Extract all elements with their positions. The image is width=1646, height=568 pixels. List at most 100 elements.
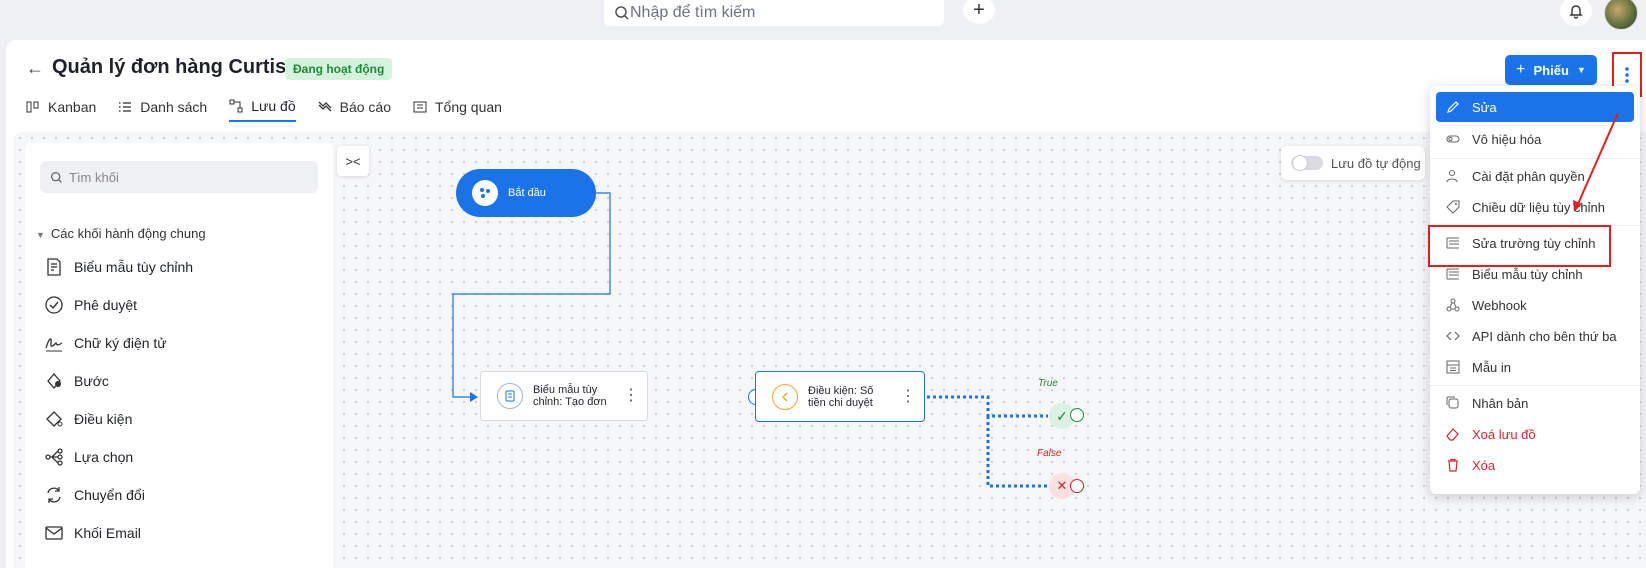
menu-item-label: Mẫu in <box>1472 359 1512 375</box>
more-options-menu: Sửa Vô hiệu hóa Cài đặt phân quyền Chiều… <box>1430 86 1640 494</box>
menu-item-third-party-api[interactable]: API dành cho bên thứ ba <box>1430 321 1640 351</box>
view-tabs: Kanban Danh sách Lưu đồ Báo cáo Tổng qua… <box>26 98 502 122</box>
block-label: Khối Email <box>74 525 141 541</box>
email-icon <box>45 526 63 540</box>
menu-item-clear-flow[interactable]: Xoá lưu đồ <box>1430 419 1640 449</box>
menu-item-label: Sửa <box>1472 99 1497 115</box>
collapse-icon: >< <box>345 153 361 169</box>
menu-item-delete[interactable]: Xóa <box>1430 450 1640 480</box>
print-template-icon <box>1446 360 1460 374</box>
start-node-label: Bắt đầu <box>508 187 546 199</box>
notification-button[interactable] <box>1560 0 1592 26</box>
block-item-approval[interactable]: Phê duyệt <box>44 295 137 315</box>
block-label: Phê duyệt <box>74 297 138 313</box>
menu-item-custom-form[interactable]: Biểu mẫu tùy chỉnh <box>1430 259 1640 289</box>
eraser-icon <box>1446 428 1459 441</box>
true-output-port[interactable] <box>1070 408 1084 422</box>
flowchart-icon <box>229 99 243 113</box>
auto-flow-toggle[interactable] <box>1291 155 1323 171</box>
menu-item-label: Cài đặt phân quyền <box>1472 168 1585 184</box>
block-group-title: Các khối hành động chung <box>50 226 206 241</box>
false-output-port[interactable] <box>1070 479 1084 493</box>
tab-label: Lưu đồ <box>251 98 296 114</box>
menu-item-label: Xoá lưu đồ <box>1472 426 1536 442</box>
block-search-input[interactable]: Tìm khối <box>40 161 318 193</box>
toggle-icon <box>1446 135 1460 143</box>
menu-item-label: Webhook <box>1472 297 1527 313</box>
menu-item-permissions[interactable]: Cài đặt phân quyền <box>1430 161 1640 191</box>
condition-icon <box>46 411 63 427</box>
block-group-header[interactable]: ▼Các khối hành động chung <box>36 226 206 241</box>
block-item-step[interactable]: Bước <box>44 371 109 391</box>
form-icon <box>47 258 61 276</box>
tab-kanban[interactable]: Kanban <box>26 98 96 122</box>
block-item-convert[interactable]: Chuyển đổi <box>44 485 145 505</box>
add-button[interactable]: + <box>963 0 995 24</box>
connector-false <box>986 416 1048 488</box>
menu-item-label: Biểu mẫu tùy chỉnh <box>1472 266 1583 282</box>
block-item-form[interactable]: Biểu mẫu tùy chỉnh <box>44 257 193 277</box>
check-circle-icon <box>45 296 63 314</box>
tab-overview[interactable]: Tổng quan <box>413 98 502 122</box>
node-menu-icon[interactable]: ⋮ <box>623 387 639 404</box>
choice-icon <box>45 448 63 466</box>
menu-item-edit[interactable]: Sửa <box>1436 92 1634 122</box>
menu-item-disable[interactable]: Vô hiệu hóa <box>1430 124 1640 154</box>
user-permission-icon <box>1446 170 1458 183</box>
block-panel <box>25 143 333 568</box>
status-badge: Đang hoạt động <box>285 58 393 80</box>
condition-node[interactable]: Điều kiện: Số tiền chi duyệt ⋮ <box>755 371 925 422</box>
report-icon <box>318 101 332 112</box>
edit-icon <box>1447 101 1459 113</box>
menu-item-webhook[interactable]: Webhook <box>1430 290 1640 320</box>
webhook-icon <box>1446 298 1460 312</box>
auto-flow-toggle-box: Lưu đồ tự động <box>1281 146 1425 180</box>
form-list-icon <box>1446 268 1459 280</box>
false-branch-label: False <box>1037 448 1062 459</box>
connector-arrowhead <box>470 392 478 402</box>
overview-icon <box>413 101 427 113</box>
block-label: Điều kiện <box>74 411 133 427</box>
tab-report[interactable]: Báo cáo <box>318 98 391 122</box>
search-icon <box>615 6 629 20</box>
true-branch-label: True <box>1038 378 1058 389</box>
block-item-condition[interactable]: Điều kiện <box>44 409 132 429</box>
back-arrow-icon[interactable]: ← <box>26 58 44 78</box>
block-label: Biểu mẫu tùy chỉnh <box>74 259 194 275</box>
menu-item-print-template[interactable]: Mẫu in <box>1430 352 1640 382</box>
step-icon <box>47 373 61 389</box>
connector-true <box>927 395 1048 418</box>
menu-item-edit-custom-fields[interactable]: Sửa trường tùy chỉnh <box>1430 228 1640 258</box>
form-node[interactable]: Biểu mẫu tùy chỉnh: Tạo đơn ⋮ <box>480 371 648 421</box>
global-search-input[interactable]: Nhập để tìm kiếm <box>604 0 944 26</box>
caret-down-icon: ▼ <box>1576 65 1586 75</box>
block-item-signature[interactable]: Chữ ký điện tử <box>44 333 167 353</box>
global-search-placeholder: Nhập để tìm kiếm <box>630 4 756 21</box>
menu-item-label: Chiều dữ liệu tùy chỉnh <box>1472 199 1606 215</box>
block-label: Bước <box>74 373 109 389</box>
tab-flowchart[interactable]: Lưu đồ <box>229 98 296 122</box>
block-label: Lựa chọn <box>74 449 134 465</box>
node-menu-icon[interactable]: ⋮ <box>900 387 916 405</box>
collapse-panel-button[interactable]: >< <box>337 146 369 176</box>
menu-item-duplicate[interactable]: Nhân bản <box>1430 388 1640 418</box>
avatar[interactable] <box>1604 0 1638 30</box>
menu-item-label: API dành cho bên thứ ba <box>1472 328 1617 344</box>
tab-list[interactable]: Danh sách <box>118 98 207 122</box>
kanban-icon <box>26 101 39 113</box>
code-icon <box>1446 331 1460 341</box>
form-node-label: Biểu mẫu tùy chỉnh: Tạo đơn <box>533 384 607 408</box>
new-ticket-button[interactable]: + Phiếu ▼ <box>1505 55 1597 85</box>
auto-flow-toggle-label: Lưu đồ tự động <box>1331 155 1421 171</box>
connector-start-to-form <box>452 192 611 398</box>
block-item-choice[interactable]: Lựa chọn <box>44 447 133 467</box>
signature-icon <box>45 338 63 352</box>
duplicate-icon <box>1446 396 1459 409</box>
block-item-email[interactable]: Khối Email <box>44 523 141 543</box>
tab-label: Tổng quan <box>435 99 502 115</box>
start-node[interactable]: Bắt đầu <box>456 169 596 217</box>
tab-label: Kanban <box>48 99 97 115</box>
vertical-dots-icon <box>1625 66 1629 83</box>
menu-item-custom-dimension[interactable]: Chiều dữ liệu tùy chỉnh <box>1430 192 1640 222</box>
